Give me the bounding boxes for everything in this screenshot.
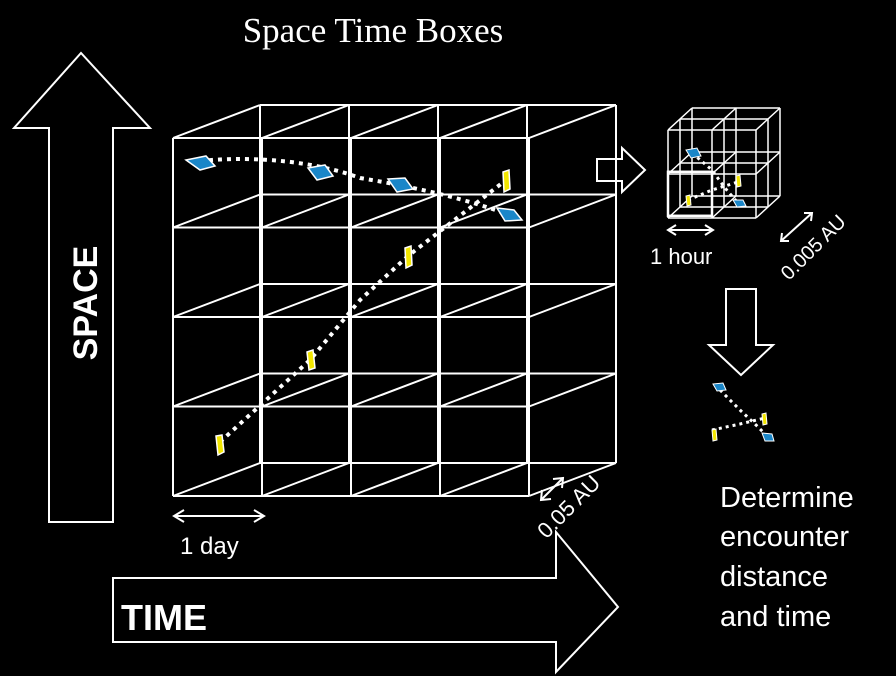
conclusion-line-4: and time (720, 601, 831, 633)
one-day-dimension (174, 510, 264, 522)
au-0005-dimension (781, 213, 812, 241)
au-0005-label: 0.005 AU (777, 211, 851, 285)
zoom-yellow-trajectory (686, 175, 741, 206)
encounter-illustration (712, 383, 774, 441)
diagram-title: Space Time Boxes (243, 11, 504, 50)
yellow-object-marker (503, 170, 510, 192)
conclusion-text: Determine encounter distance and time (720, 482, 854, 633)
down-arrow (709, 289, 773, 375)
space-axis-label: SPACE (67, 246, 105, 361)
zoom-arrow (597, 148, 645, 192)
time-axis-label: TIME (121, 597, 207, 638)
space-axis-arrow: SPACE (14, 53, 150, 522)
blue-object-marker (388, 178, 413, 192)
blue-object-marker (497, 208, 522, 221)
conclusion-line-1: Determine (720, 482, 854, 514)
yellow-object-marker (307, 350, 315, 370)
yellow-object-marker (216, 435, 224, 455)
conclusion-line-3: distance (720, 561, 828, 593)
yellow-object-marker (405, 246, 412, 268)
one-hour-label: 1 hour (650, 244, 712, 269)
one-hour-dimension (668, 225, 713, 235)
space-time-grid (173, 105, 616, 496)
one-day-label: 1 day (180, 533, 239, 560)
blue-trajectory (200, 159, 512, 216)
zoomed-space-time-boxes (668, 108, 780, 218)
conclusion-line-2: encounter (720, 521, 849, 553)
